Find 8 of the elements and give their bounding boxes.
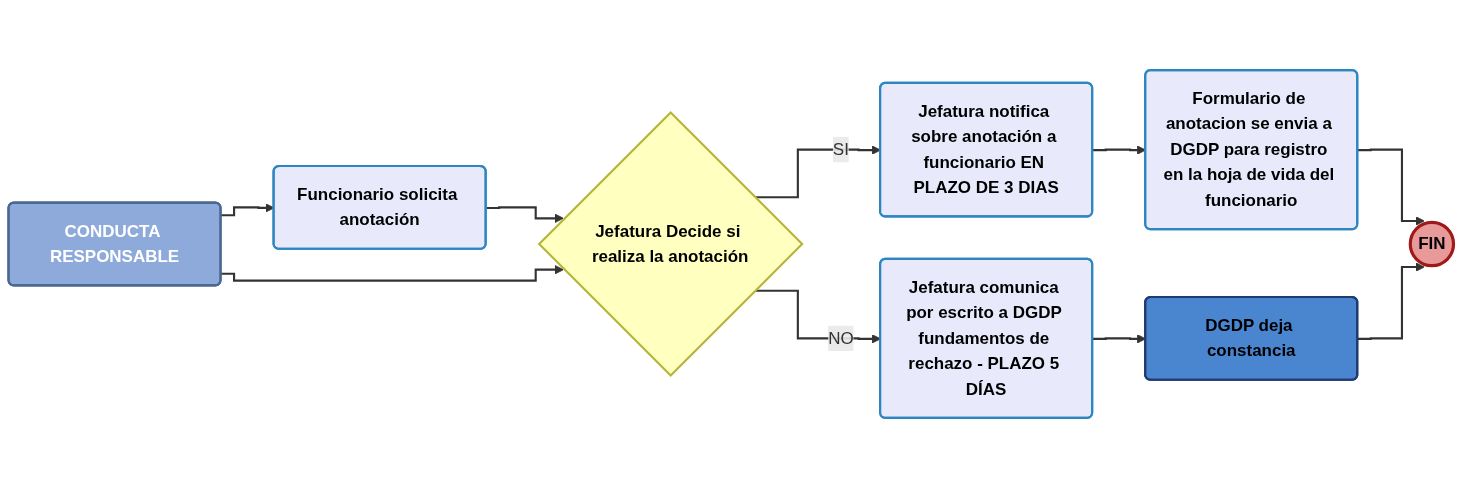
- edge-label: SI: [832, 140, 849, 159]
- edge-label: NO: [828, 328, 854, 347]
- arrow: [1357, 262, 1425, 340]
- node-diamond: Jefatura Decide si realiza la anotación: [537, 111, 804, 377]
- node-circle: FIN: [1408, 220, 1456, 268]
- arrow: [221, 265, 564, 282]
- arrow: [486, 206, 564, 223]
- arrow: [1357, 148, 1425, 226]
